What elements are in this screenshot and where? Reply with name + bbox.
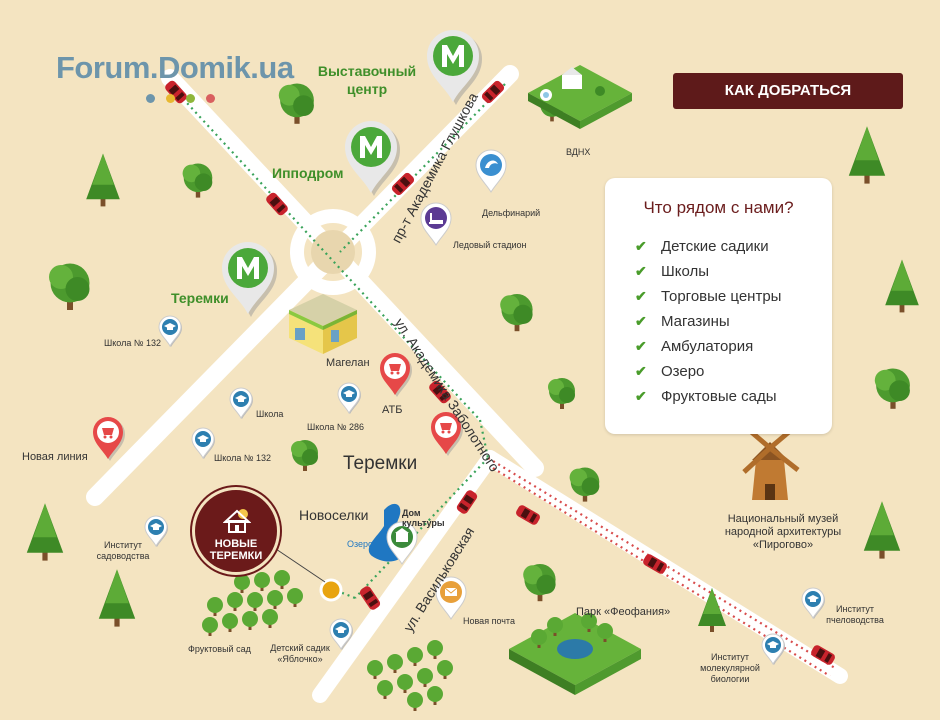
logo-dots — [146, 90, 226, 108]
check-icon: ✔ — [635, 288, 647, 304]
label-park-feofania: Парк «Феофания» — [576, 606, 671, 618]
metro-label-teremki: Теремки — [171, 290, 229, 306]
label-institut-pchelovodstva: Институт пчеловодства — [826, 604, 884, 625]
list-item: ✔Фруктовые сады — [635, 384, 781, 409]
label-vdnh: ВДНХ — [566, 147, 591, 157]
label-institut-sadovodstva: Институт садоводства — [96, 540, 150, 561]
badge-line2: ТЕРЕМКИ — [209, 550, 263, 562]
logo-dot — [206, 94, 215, 103]
list-item: ✔Озеро — [635, 359, 781, 384]
site-logo[interactable]: Forum.Domik.ua — [56, 50, 294, 85]
panel-title: Что рядом с нами? — [643, 198, 794, 217]
label-dom-kultury: Дом культуры — [402, 508, 445, 528]
label-school-132-top: Школа № 132 — [104, 338, 162, 348]
check-icon: ✔ — [635, 313, 647, 329]
list-item: ✔Детские садики — [635, 234, 781, 259]
label-ozero: Озеро — [347, 539, 374, 549]
label-ice-stadium: Ледовый стадион — [453, 240, 527, 250]
badge-line1: НОВЫЕ — [214, 538, 258, 550]
label-atb: АТБ — [382, 404, 403, 416]
how-to-get-button[interactable]: КАК ДОБРАТЬСЯ — [673, 73, 903, 109]
logo-dot — [166, 94, 175, 103]
label-teremki-area: Теремки — [343, 453, 418, 474]
nearby-panel: Что рядом с нами? ✔Детские садики ✔Школы… — [605, 178, 832, 434]
label-school-132-bottom: Школа № 132 — [214, 453, 272, 463]
check-icon: ✔ — [635, 388, 647, 404]
logo-dot — [146, 94, 155, 103]
metro-label-ippodrom: Ипподром — [272, 165, 344, 181]
nearby-list: ✔Детские садики ✔Школы ✔Торговые центры … — [635, 234, 781, 409]
label-magelan: Магелан — [326, 357, 370, 369]
metro-label-vystavochny: Выставочный центр — [317, 63, 417, 97]
label-novoselki: Новоселки — [299, 507, 369, 523]
label-novaya-pochta: Новая почта — [463, 616, 515, 626]
logo-dot — [186, 94, 195, 103]
label-kindergarten: Детский садик «Яблочко» — [270, 643, 330, 664]
label-school-286: Школа № 286 — [307, 422, 365, 432]
label-novaya-liniya: Новая линия — [22, 451, 88, 463]
check-icon: ✔ — [635, 363, 647, 379]
label-institut-biologii: Институт молекулярной биологии — [700, 652, 760, 684]
house-icon — [223, 509, 251, 533]
check-icon: ✔ — [635, 263, 647, 279]
novye-teremki-badge[interactable]: НОВЫЕ ТЕРЕМКИ — [192, 487, 280, 575]
label-school: Школа — [256, 409, 284, 419]
list-item: ✔Магазины — [635, 309, 781, 334]
list-item: ✔Школы — [635, 259, 781, 284]
check-icon: ✔ — [635, 238, 647, 254]
label-fruit-garden: Фруктовый сад — [188, 644, 251, 654]
label-museum: Национальный музей народной архитектуры … — [724, 513, 842, 551]
label-dolphinarium: Дельфинарий — [482, 208, 541, 218]
list-item: ✔Амбулатория — [635, 334, 781, 359]
list-item: ✔Торговые центры — [635, 284, 781, 309]
check-icon: ✔ — [635, 338, 647, 354]
